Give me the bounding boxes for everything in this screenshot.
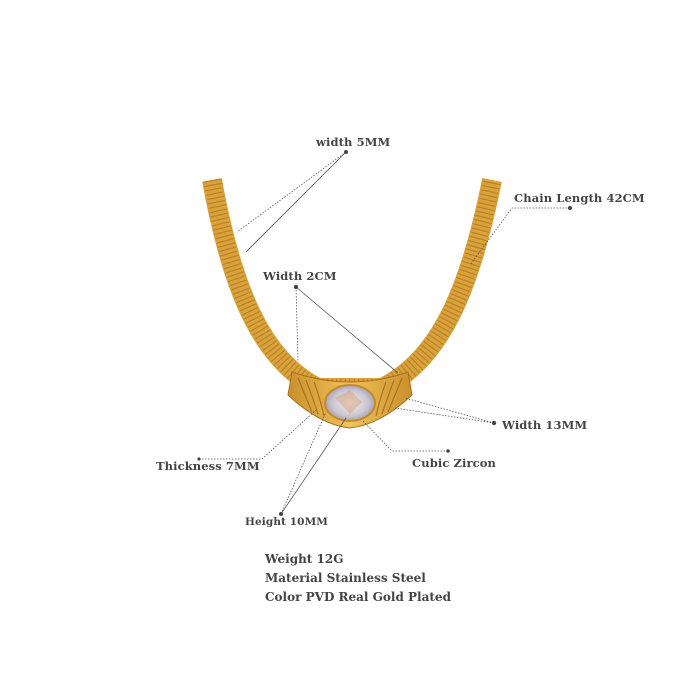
pendant [287,371,413,429]
annotation-lines [199,151,570,515]
spec-material: Material Stainless Steel [265,571,426,585]
thickness-label: Thickness 7MM [156,459,260,473]
chain-width-label: width 5MM [316,135,391,149]
chain-length-label: Chain Length 42CM [514,191,645,205]
spec-weight: Weight 12G [265,552,344,566]
height-label: Height 10MM [245,516,329,528]
pendant-width-label: Width 2CM [263,269,337,283]
stone-width-label: Width 13MM [502,418,588,432]
spec-color: Color PVD Real Gold Plated [265,590,451,604]
herringbone-chain [202,178,502,398]
annotation-dots [197,150,572,516]
stone-label: Cubic Zircon [412,456,496,470]
